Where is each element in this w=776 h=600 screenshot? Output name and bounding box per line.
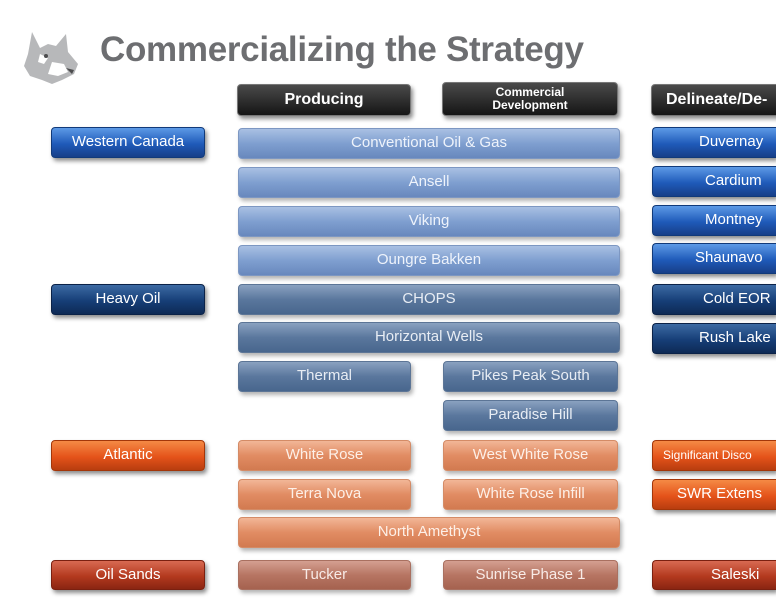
item-sunrise-phase-1: Sunrise Phase 1 (443, 560, 618, 590)
item-terra-nova: Terra Nova (238, 479, 411, 510)
item-swr-extension: SWR Extens (652, 479, 776, 510)
item-montney: Montney (652, 205, 776, 236)
column-header-commercial-line1: Commercial (495, 85, 565, 99)
page-title: Commercializing the Strategy (100, 30, 584, 69)
item-white-rose: White Rose (238, 440, 411, 471)
category-atlantic: Atlantic (51, 440, 205, 471)
item-duvernay: Duvernay (652, 127, 776, 158)
item-viking: Viking (238, 206, 620, 237)
item-shaunavon: Shaunavo (652, 243, 776, 274)
column-header-producing: Producing (237, 84, 411, 116)
column-header-commercial-line2: Development (492, 98, 568, 112)
item-horizontal-wells: Horizontal Wells (238, 322, 620, 353)
item-significant-discovery: Significant Disco (652, 440, 776, 471)
item-white-rose-infill: White Rose Infill (443, 479, 618, 510)
item-rush-lake: Rush Lake (652, 323, 776, 354)
item-tucker: Tucker (238, 560, 411, 590)
category-heavy-oil: Heavy Oil (51, 284, 205, 315)
item-west-white-rose: West White Rose (443, 440, 618, 471)
item-pikes-peak-south: Pikes Peak South (443, 361, 618, 392)
column-header-delineate: Delineate/De- (651, 84, 776, 116)
item-paradise-hill: Paradise Hill (443, 400, 618, 431)
item-ansell: Ansell (238, 167, 620, 198)
category-western-canada: Western Canada (51, 127, 205, 158)
item-chops: CHOPS (238, 284, 620, 315)
item-conventional-oil-gas: Conventional Oil & Gas (238, 128, 620, 159)
item-cardium: Cardium (652, 166, 776, 197)
item-thermal: Thermal (238, 361, 411, 392)
husky-logo-icon (24, 32, 78, 84)
item-oungre-bakken: Oungre Bakken (238, 245, 620, 276)
item-cold-eor: Cold EOR (652, 284, 776, 315)
column-header-commercial-development: Commercial Development (442, 82, 618, 116)
item-north-amethyst: North Amethyst (238, 517, 620, 548)
category-oil-sands: Oil Sands (51, 560, 205, 590)
item-saleski: Saleski (652, 560, 776, 590)
